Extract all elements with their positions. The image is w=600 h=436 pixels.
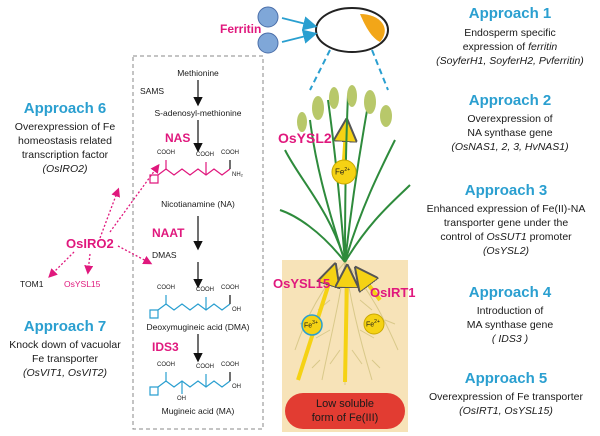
chem-cooh-na-2: COOH	[196, 152, 214, 158]
fe3-root-circle	[301, 314, 323, 336]
approach-1-text: Endosperm specific expression of ferriti…	[436, 27, 584, 67]
nas-label: NAS	[165, 131, 191, 145]
low-soluble-pill	[285, 393, 405, 429]
approach-1: Approach 1 Endosperm specific expression…	[420, 5, 600, 68]
chem-cooh-dma-2: COOH	[196, 287, 214, 293]
approach-4-title: Approach 4	[468, 284, 552, 301]
seed-link-right	[371, 49, 389, 91]
approach-7-title: Approach 7	[23, 318, 107, 335]
osysl2-label: OsYSL2	[278, 130, 332, 146]
fe2-stem-label: Fe2+	[335, 167, 351, 177]
fe2-stem-circle	[331, 159, 357, 185]
iro2-to-tom1	[48, 251, 75, 278]
approach-1-title: Approach 1	[468, 5, 552, 22]
chem-cooh-dma-3: COOH	[221, 285, 239, 291]
na-label: Nicotianamine (NA)	[161, 199, 235, 209]
chem-cooh-na-3: COOH	[221, 150, 239, 156]
dma-label: Deoxymugineic acid (DMA)	[146, 322, 250, 332]
arrow-soil-2	[345, 276, 347, 383]
sams-label: SAMS	[140, 86, 165, 96]
ferritin-ball-2	[257, 32, 279, 54]
chem-oh-ma-2: OH	[232, 384, 241, 390]
ferritin-arrow-2	[281, 29, 318, 44]
low-soluble-text: Low soluble form of Fe(III)	[311, 398, 379, 424]
approach-5: Approach 5 Overexpression of Fe transpor…	[412, 370, 600, 418]
osysl15-label: OsYSL15	[273, 276, 331, 291]
osysl15-small-label: OsYSL15	[64, 279, 101, 289]
chem-nh2-na: NH₂	[232, 172, 244, 178]
fe3-root-label: Fe3+	[304, 320, 318, 330]
approach-6-title: Approach 6	[23, 100, 107, 117]
tom1-label: TOM1	[20, 279, 44, 289]
ma-structure	[149, 372, 231, 396]
approach-4: Approach 4 Introduction of MA synthase g…	[420, 284, 600, 346]
fe2-root-circle	[363, 313, 385, 335]
approach-3: Approach 3 Enhanced expression of Fe(II)…	[412, 182, 600, 258]
iro2-to-naat	[117, 245, 153, 265]
rice-grains	[297, 85, 392, 132]
iro2-to-approach6	[99, 187, 120, 239]
arrow-soil-3	[362, 276, 382, 302]
dma-structure	[149, 295, 231, 319]
na-structure	[149, 160, 231, 184]
chem-oh-dma: OH	[232, 307, 241, 313]
ferritin-arrow-1	[281, 16, 318, 31]
chem-cooh-ma-1: COOH	[157, 362, 175, 368]
fe2-root-label: Fe2+	[366, 319, 380, 329]
sam-label: S-adenosyl-methionine	[154, 108, 242, 118]
chem-cooh-ma-3: COOH	[221, 362, 239, 368]
osirt1-label: OsIRT1	[370, 285, 416, 300]
approach-2: Approach 2 Overexpression of NA synthase…	[420, 92, 600, 154]
chem-cooh-na-1: COOH	[157, 150, 175, 156]
chem-cooh-dma-1: COOH	[157, 285, 175, 291]
osiro2-label: OsIRO2	[66, 236, 114, 251]
methionine-label: Methionine	[177, 68, 219, 78]
ids3-label: IDS3	[152, 340, 179, 354]
naat-label: NAAT	[152, 226, 185, 240]
approach-7: Approach 7 Knock down of vacuolar Fe tra…	[0, 318, 130, 380]
dmas-label: DMAS	[152, 250, 177, 260]
iro2-to-nas	[109, 163, 160, 233]
pathway-box	[132, 55, 264, 430]
iro2-to-osysl15	[84, 253, 94, 275]
chem-cooh-ma-2: COOH	[196, 364, 214, 370]
approach-3-title: Approach 3	[464, 182, 548, 199]
approach-5-title: Approach 5	[464, 370, 548, 387]
chem-oh-ma-1: OH	[177, 396, 186, 402]
ferritin-label: Ferritin	[220, 22, 262, 36]
approach-6: Approach 6 Overexpression of Fe homeosta…	[0, 100, 130, 176]
seed-link-left	[309, 49, 331, 91]
approach-2-title: Approach 2	[468, 92, 552, 109]
ferritin-ball-1	[257, 6, 279, 28]
ma-label: Mugineic acid (MA)	[161, 406, 235, 416]
